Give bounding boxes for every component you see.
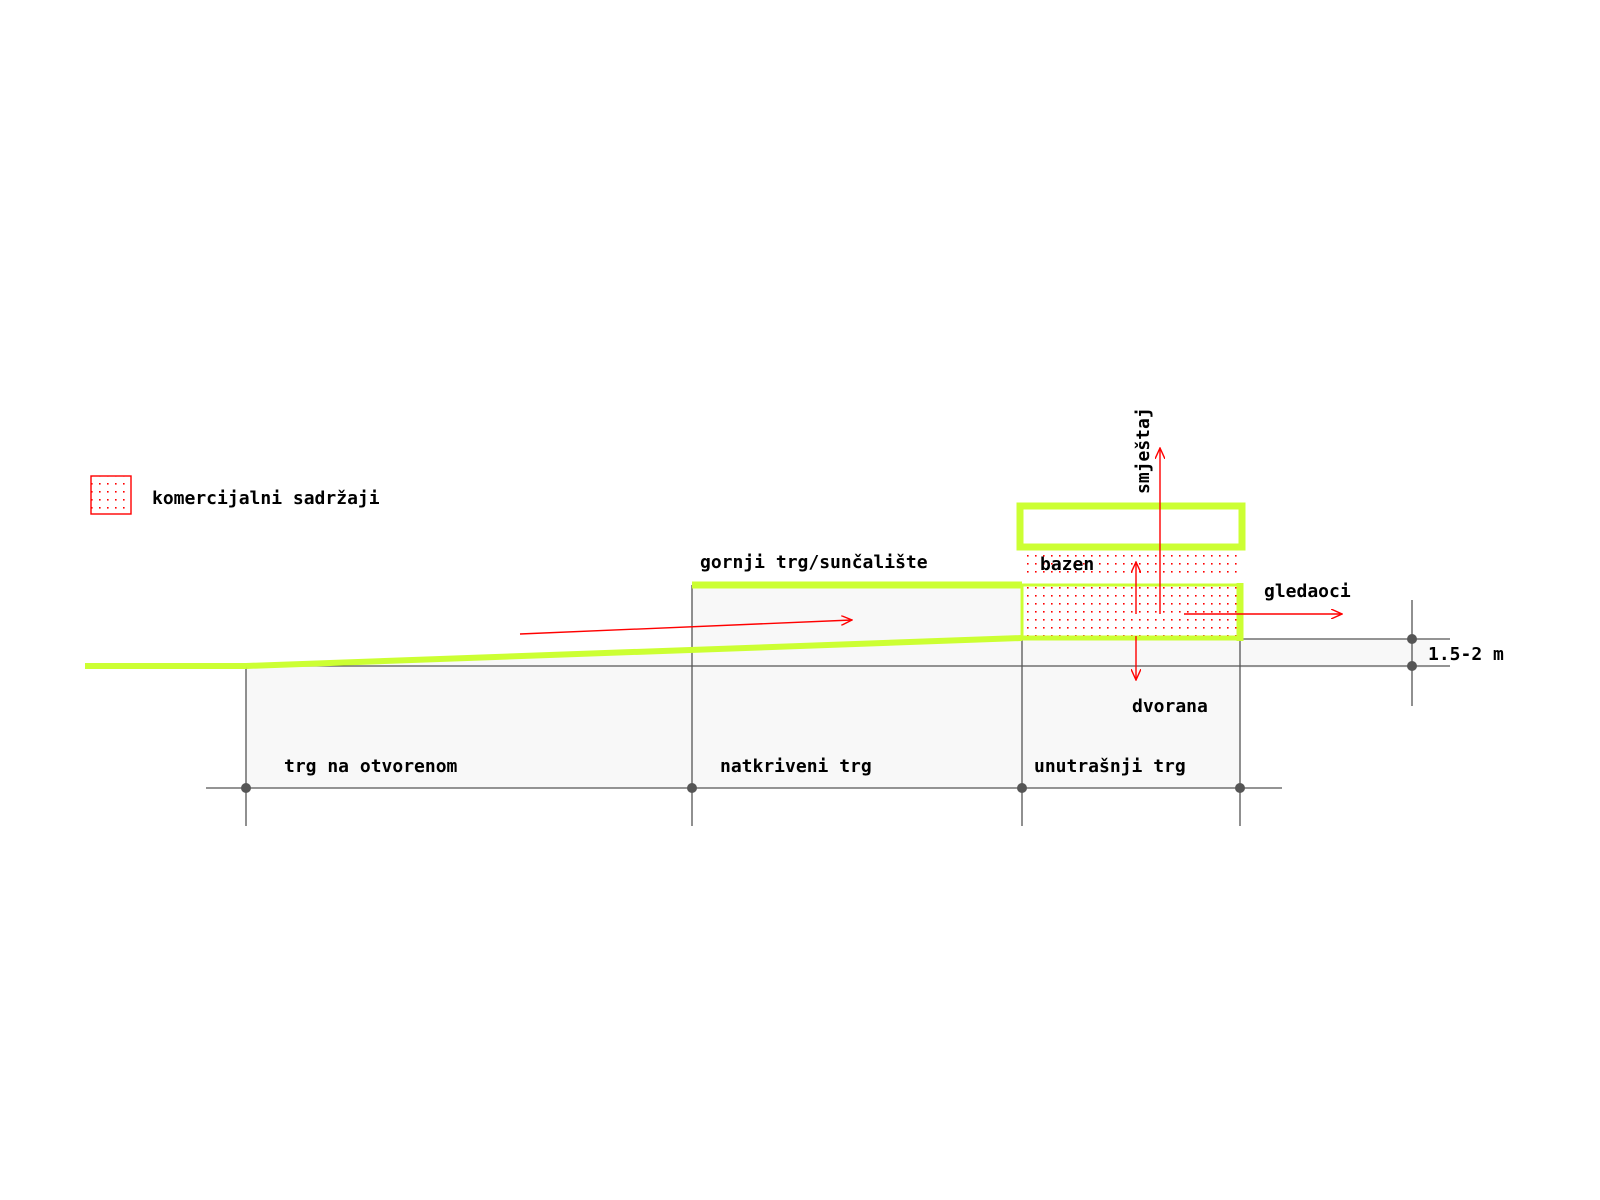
hall-label: dvorana	[1132, 696, 1208, 717]
grid-nodes	[241, 634, 1417, 793]
legend-swatch	[90, 475, 132, 515]
circulation-arrows	[519, 448, 1342, 680]
grid-node	[1407, 634, 1417, 644]
upper-square-label: gornji trg/sunčalište	[700, 552, 928, 573]
spectators-label: gledaoci	[1264, 581, 1351, 602]
zone-label-interior-square: unutrašnji trg	[1034, 756, 1186, 777]
zone-label-covered-square: natkriveni trg	[720, 756, 872, 777]
height-difference-label: 1.5-2 m	[1428, 644, 1504, 665]
grid-node	[1235, 783, 1245, 793]
grid-node	[687, 783, 697, 793]
commercial-zone-lower	[1022, 585, 1240, 639]
terrain-lines	[85, 502, 1246, 669]
accommodation-block	[1016, 502, 1246, 551]
grid-node	[241, 783, 251, 793]
legend: komercijalni sadržaji	[90, 475, 380, 515]
height-band-area	[1240, 639, 1430, 666]
zone-label-open-square: trg na otvorenom	[284, 756, 458, 777]
grid-node	[1407, 661, 1417, 671]
pool-label: bazen	[1040, 554, 1094, 575]
grid-node	[1017, 783, 1027, 793]
grid-lines	[206, 585, 1450, 826]
ramp-line	[245, 635, 1023, 669]
entry-arrow	[519, 620, 852, 635]
accommodation-label: smještaj	[1133, 407, 1154, 494]
legend-label: komercijalni sadržaji	[152, 488, 380, 509]
